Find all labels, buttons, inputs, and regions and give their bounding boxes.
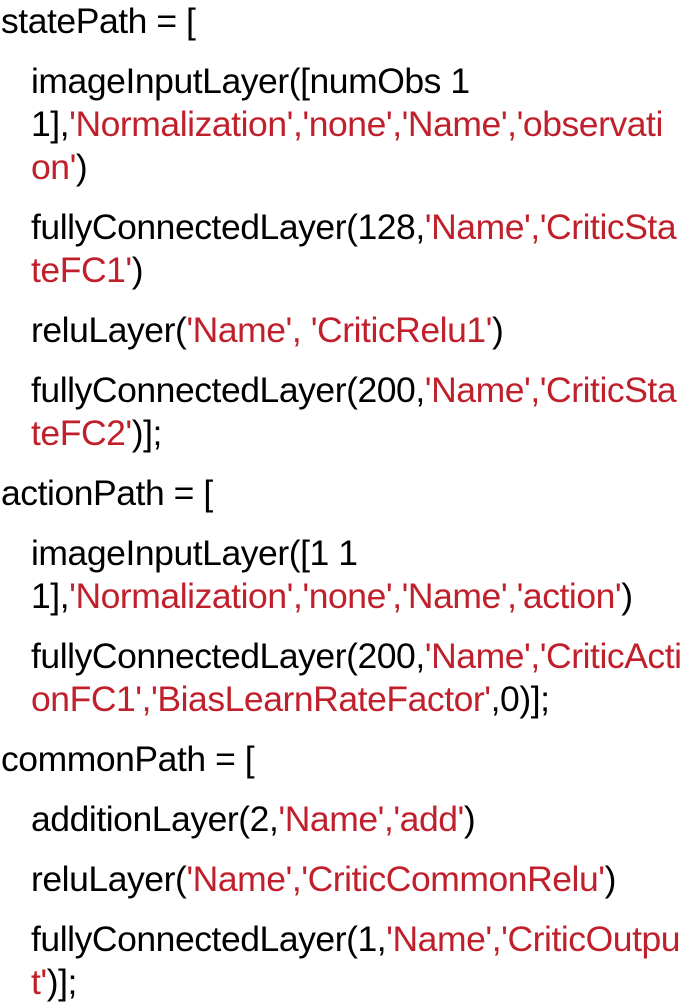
code-statement-common-addition-layer: additionLayer(2,'Name','add'): [31, 798, 684, 841]
code-token: ): [463, 799, 476, 839]
code-token: ): [621, 576, 633, 616]
code-token: imageInputLayer([1 1 1],: [31, 533, 367, 616]
string-literal-token: 'Name', 'CriticRelu1': [186, 310, 493, 350]
string-literal-token: 'Normalization','none','Name','action': [69, 576, 622, 616]
code-statement-state-fc2: fullyConnectedLayer(200,'Name','CriticSt…: [31, 369, 684, 455]
code-token: ): [492, 310, 504, 350]
code-token: ): [75, 147, 88, 187]
string-literal-token: 'Name','CriticStateFC2': [31, 370, 677, 453]
code-token: fullyConnectedLayer(200,: [31, 636, 425, 676]
code-block-header-actionPath: actionPath = [: [1, 473, 213, 513]
code-token: fullyConnectedLayer(128,: [31, 207, 425, 247]
code-token: ): [604, 859, 617, 899]
string-literal-token: 'Name','CriticStateFC1': [31, 207, 677, 290]
code-token: )];: [131, 413, 163, 453]
string-literal-token: 'Name','add': [278, 799, 464, 839]
code-token: reluLayer(: [31, 310, 187, 350]
code-statement-common-output-fc: fullyConnectedLayer(1,'Name','CriticOutp…: [31, 918, 684, 1004]
code-token: fullyConnectedLayer(200,: [31, 370, 425, 410]
code-token: fullyConnectedLayer(1,: [31, 919, 387, 959]
code-block-header-commonPath: commonPath = [: [1, 739, 255, 779]
code-token: reluLayer(: [31, 859, 187, 899]
code-block-header-statePath: statePath = [: [1, 1, 196, 41]
code-statement-action-image-input-layer: imageInputLayer([1 1 1],'Normalization',…: [31, 532, 684, 618]
string-literal-token: 'Normalization','none','Name','observati…: [31, 104, 663, 187]
code-statement-state-image-input-layer: imageInputLayer([numObs 1 1],'Normalizat…: [31, 60, 684, 189]
code-token: additionLayer(2,: [31, 799, 279, 839]
string-literal-token: 'Name','CriticCommonRelu': [186, 859, 605, 899]
code-token: imageInputLayer([numObs 1 1],: [31, 61, 480, 144]
code-statement-state-relu1: reluLayer('Name', 'CriticRelu1'): [31, 309, 684, 352]
code-token: ): [131, 250, 144, 290]
code-token: )];: [46, 962, 78, 1002]
code-statement-common-relu: reluLayer('Name','CriticCommonRelu'): [31, 858, 684, 901]
code-statement-state-fc1: fullyConnectedLayer(128,'Name','CriticSt…: [31, 206, 684, 292]
string-literal-token: 'Name','CriticActionFC1','BiasLearnRateF…: [31, 636, 682, 719]
code-token: ,0)];: [490, 679, 550, 719]
code-statement-action-fc1: fullyConnectedLayer(200,'Name','CriticAc…: [31, 635, 684, 721]
